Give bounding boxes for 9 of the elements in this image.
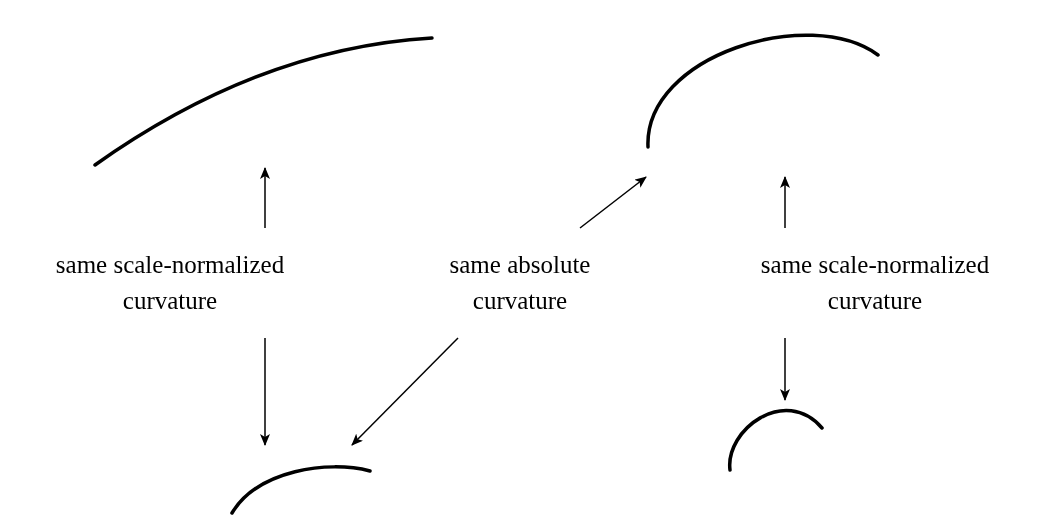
arrow — [780, 176, 790, 229]
arrow — [579, 176, 647, 229]
annotation-text: same scale-normalized curvature — [54, 250, 286, 316]
annotation-text: same absolute curvature — [448, 250, 592, 316]
annotation-text: same scale-normalized curvature — [759, 250, 991, 316]
arrow — [260, 337, 270, 446]
arrow — [351, 337, 459, 446]
arrow — [780, 337, 790, 401]
arrow — [260, 167, 270, 229]
